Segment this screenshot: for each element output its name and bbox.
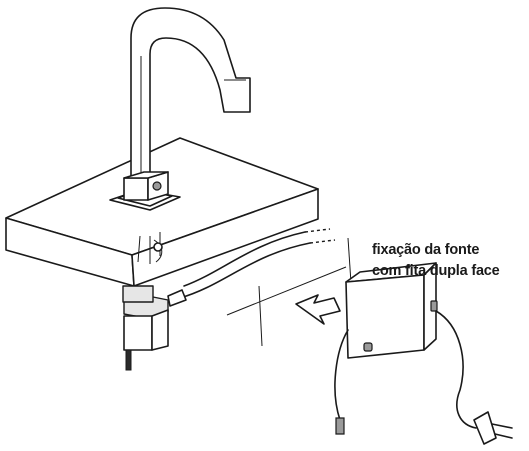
arrow-icon (296, 295, 340, 324)
solenoid-valve (123, 286, 186, 370)
hoses (138, 229, 335, 298)
caption-line-2: com fita dupla face (372, 263, 500, 279)
caption-line-1: fixação da fonte (372, 242, 480, 258)
faucet-spout (131, 8, 250, 180)
power-plug (474, 412, 512, 444)
countertop (6, 138, 318, 286)
power-cable (335, 311, 476, 434)
caption-label: fixação da fonte com fita dupla face (372, 240, 500, 282)
faucet-base (110, 172, 180, 210)
